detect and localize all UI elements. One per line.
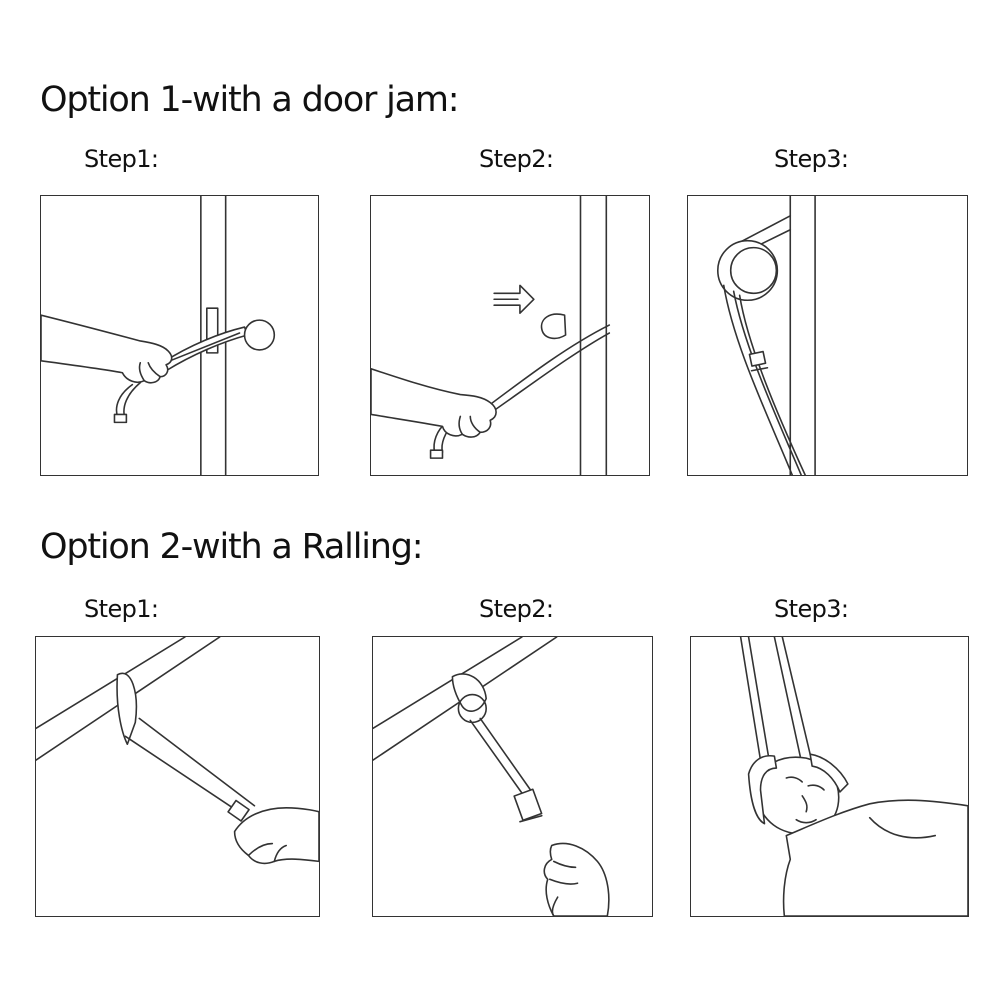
person-head: [755, 756, 840, 835]
option1-step2-illustration: [370, 195, 650, 476]
hand: [233, 806, 319, 865]
hand-arm: [41, 314, 173, 384]
door-frame: [579, 196, 608, 475]
hanging-strap: [722, 284, 806, 475]
option1-step3-label: Step3:: [774, 145, 849, 173]
door-frame: [789, 196, 816, 475]
strap-loop: [116, 672, 256, 817]
hand: [543, 842, 610, 916]
option2-heading: Option 2-with a Ralling:: [40, 527, 424, 567]
strap-ball: [161, 319, 276, 372]
hand-arm: [371, 367, 497, 438]
neck-harness: [747, 753, 849, 825]
strap-buckle: [227, 799, 250, 822]
door-anchor-strap-illustration: [716, 196, 816, 475]
person-body: [782, 799, 968, 916]
strap-loop: [451, 673, 533, 797]
strap-buckle: [513, 788, 543, 823]
option2-step1-label: Step1:: [84, 595, 159, 623]
hanging-strap-end: [113, 381, 142, 424]
option2-step1-illustration: [35, 636, 320, 917]
option2-step2-label: Step2:: [479, 595, 554, 623]
option1-heading: Option 1-with a door jam:: [40, 80, 460, 120]
arrow-right-icon: [493, 284, 535, 314]
option1-step1-illustration: [40, 195, 319, 476]
option1-step1-label: Step1:: [84, 145, 159, 173]
door-close-strap-illustration: [371, 196, 611, 475]
hanging-straps: [739, 637, 811, 761]
option1-step3-illustration: [687, 195, 968, 476]
option2-step2-illustration: [372, 636, 653, 917]
strap-ball: [489, 313, 611, 412]
door-handle: [206, 307, 219, 354]
option1-step2-label: Step2:: [479, 145, 554, 173]
anchor-ball: [716, 239, 779, 302]
railing-ring-strap-illustration: [373, 637, 610, 916]
railing-wrap-strap-illustration: [36, 637, 319, 865]
option2-step3-illustration: [690, 636, 969, 917]
door-handle-strap-illustration: [41, 196, 276, 475]
option2-step3-label: Step3:: [774, 595, 849, 623]
neck-traction-person-illustration: [739, 637, 968, 916]
